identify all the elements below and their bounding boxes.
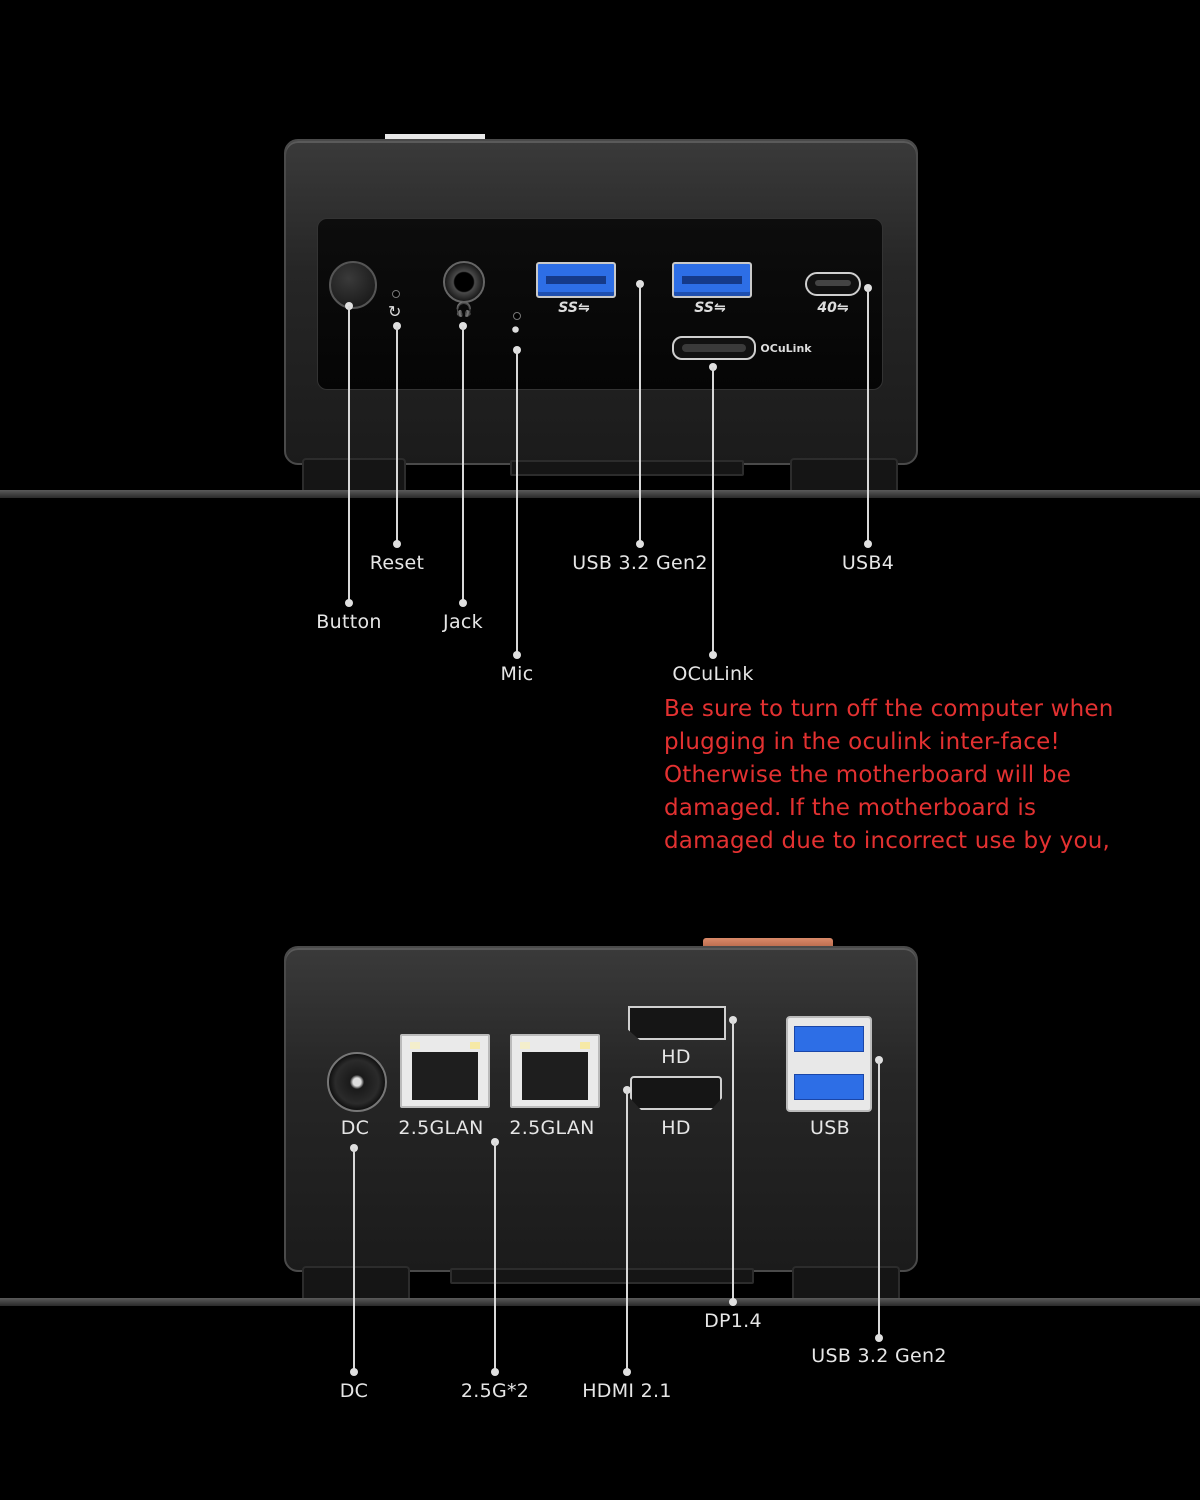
- audio-jack[interactable]: [443, 261, 485, 303]
- label-usb32-bottom: USB 3.2 Gen2: [811, 1345, 947, 1367]
- usb-c-port[interactable]: [805, 272, 861, 296]
- panel-label-usb: USB: [810, 1117, 850, 1139]
- callout-dot: [709, 651, 717, 659]
- callout-dot: [459, 599, 467, 607]
- rear-foot-left: [302, 1266, 410, 1302]
- callout-line: [353, 1148, 355, 1372]
- callout-line: [867, 288, 869, 544]
- mic-icon: ⏺: [512, 322, 519, 338]
- callout-line: [396, 326, 398, 544]
- ethernet-port-1[interactable]: [400, 1034, 490, 1108]
- displayport-port[interactable]: [628, 1006, 726, 1040]
- ethernet-port-2[interactable]: [510, 1034, 600, 1108]
- callout-dot: [350, 1368, 358, 1376]
- front-foot-right: [790, 458, 898, 494]
- callout-line: [732, 1020, 734, 1302]
- label-lan: 2.5G*2: [460, 1380, 530, 1402]
- callout-line: [639, 284, 641, 544]
- callout-dot: [875, 1334, 883, 1342]
- callout-line: [626, 1090, 628, 1372]
- label-dp: DP1.4: [704, 1310, 762, 1332]
- panel-label-hd-top: HD: [661, 1046, 691, 1068]
- callout-dot: [345, 599, 353, 607]
- reset-icon: ↻: [388, 302, 402, 321]
- front-io-panel: [317, 218, 883, 390]
- callout-line: [348, 306, 350, 603]
- usb-a-port-1[interactable]: [536, 262, 616, 298]
- front-vent: [510, 460, 744, 476]
- callout-line: [878, 1060, 880, 1338]
- hdmi-port[interactable]: [630, 1076, 722, 1110]
- reset-pinhole[interactable]: [392, 290, 400, 298]
- top-vent-ridge: [385, 134, 485, 140]
- callout-dot: [513, 651, 521, 659]
- callout-dot: [729, 1298, 737, 1306]
- usb-a-port-2[interactable]: [672, 262, 752, 298]
- label-hdmi: HDMI 2.1: [582, 1380, 672, 1402]
- rear-vent-ridge: [703, 938, 833, 948]
- rear-usb-stack: [786, 1016, 872, 1112]
- power-button[interactable]: [329, 261, 377, 309]
- rear-vent: [450, 1268, 754, 1284]
- oculink-glyph: OCuLink: [760, 342, 812, 355]
- rear-usb-a-port-2[interactable]: [794, 1074, 864, 1100]
- label-jack: Jack: [443, 611, 483, 633]
- usb-ss-icon: SS⇋: [558, 300, 590, 316]
- label-usb32-top: USB 3.2 Gen2: [572, 552, 708, 574]
- oculink-port[interactable]: [672, 336, 756, 360]
- usb4-40-icon: 40⇋: [817, 300, 849, 316]
- panel-label-hd-bottom: HD: [661, 1117, 691, 1139]
- callout-dot: [491, 1368, 499, 1376]
- callout-dot: [393, 540, 401, 548]
- panel-label-lan1: 2.5GLAN: [398, 1117, 484, 1139]
- panel-label-lan2: 2.5GLAN: [509, 1117, 595, 1139]
- top-shelf-line: [0, 490, 1200, 498]
- headphone-icon: 🎧: [455, 302, 473, 318]
- rear-foot-right: [792, 1266, 900, 1302]
- label-button: Button: [316, 611, 382, 633]
- callout-line: [712, 367, 714, 655]
- callout-dot: [636, 540, 644, 548]
- label-reset: Reset: [369, 552, 425, 574]
- oculink-warning-text: Be sure to turn off the computer when pl…: [664, 696, 1114, 854]
- usb-ss-icon: SS⇋: [694, 300, 726, 316]
- bottom-shelf-line: [0, 1298, 1200, 1306]
- callout-line: [516, 350, 518, 655]
- dc-power-port[interactable]: [327, 1052, 387, 1112]
- label-dc: DC: [339, 1380, 369, 1402]
- callout-dot: [623, 1368, 631, 1376]
- callout-dot: [864, 540, 872, 548]
- front-foot-left: [302, 458, 406, 494]
- label-mic: Mic: [500, 663, 534, 685]
- rear-usb-a-port-1[interactable]: [794, 1026, 864, 1052]
- callout-line: [494, 1142, 496, 1372]
- callout-line: [462, 326, 464, 603]
- mic-pinhole[interactable]: [513, 312, 521, 320]
- label-usb4: USB4: [841, 552, 895, 574]
- label-oculink: OCuLink: [672, 663, 754, 685]
- panel-label-dc: DC: [340, 1117, 370, 1139]
